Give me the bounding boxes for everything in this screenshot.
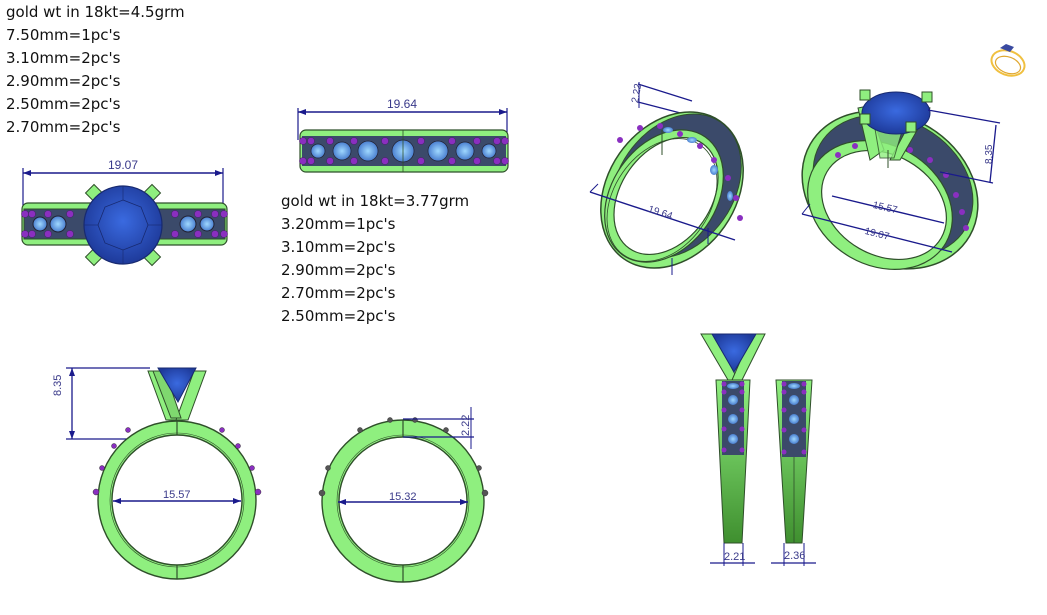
dim-band-inner-diameter: 15.32: [389, 491, 417, 503]
engagement-front-view: [700, 333, 766, 566]
gold-ring-thumbnail-icon: [990, 44, 1026, 77]
spec-ring-2-stone: 2.50mm=2pc's: [281, 307, 396, 325]
spec-ring-2: gold wt in 18kt=3.77grm 3.20mm=1pc's 3.1…: [281, 190, 469, 328]
dim-band-shank-width: 2.36: [784, 550, 806, 562]
dim-band-thickness: 2.22: [460, 414, 472, 436]
dim-engagement-side-height: 8.35: [52, 374, 64, 396]
spec-ring-1-stone: 2.70mm=2pc's: [6, 118, 121, 136]
spec-ring-2-stone: 2.70mm=2pc's: [281, 284, 396, 302]
band-front-view: [771, 379, 816, 566]
spec-ring-2-stone: 3.20mm=1pc's: [281, 215, 396, 233]
spec-ring-2-stone: 2.90mm=2pc's: [281, 261, 396, 279]
spec-ring-1-title: gold wt in 18kt=4.5grm: [6, 3, 185, 21]
dim-engagement-inner-diameter: 15.57: [163, 489, 191, 501]
spec-ring-1-stone: 2.90mm=2pc's: [6, 72, 121, 90]
spec-ring-2-title: gold wt in 18kt=3.77grm: [281, 192, 470, 210]
dim-engagement-top-width: 19.07: [108, 158, 139, 172]
band-isometric-view: [589, 82, 744, 275]
engagement-top-view: [21, 168, 228, 267]
dim-iso-eng-height: 8.35: [984, 144, 995, 164]
spec-ring-1-stone: 3.10mm=2pc's: [6, 49, 121, 67]
band-side-view: [318, 407, 489, 583]
spec-ring-1-stone: 2.50mm=2pc's: [6, 95, 121, 113]
dim-band-top-width: 19.64: [387, 97, 418, 111]
dim-engagement-shank-width: 2.21: [724, 551, 746, 563]
engagement-side-view: [66, 367, 262, 580]
spec-ring-1: gold wt in 18kt=4.5grm 7.50mm=1pc's 3.10…: [6, 1, 185, 139]
band-top-view: [297, 108, 509, 173]
engagement-isometric-view: [801, 89, 1001, 270]
spec-ring-1-stone: 7.50mm=1pc's: [6, 26, 121, 44]
spec-ring-2-stone: 3.10mm=2pc's: [281, 238, 396, 256]
